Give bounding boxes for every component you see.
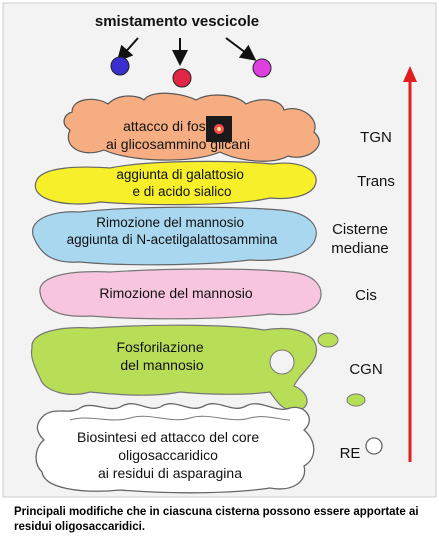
medial-line-2: aggiunta di N-acetilgalattosammina (67, 232, 278, 247)
cisterna-tgn (63, 92, 320, 162)
re-line-1: Biosintesi ed attacco del core (77, 429, 259, 445)
label-medial-1: Cisterne (332, 221, 388, 238)
cgn-vesicle-1 (317, 332, 339, 348)
vesicle-red (172, 68, 192, 88)
cisterna-trans (34, 160, 317, 206)
re-line-3: ai residui di asparagina (98, 465, 242, 481)
figure-caption: Principali modifiche che in ciascuna cis… (14, 506, 419, 533)
cgn-vesicle-2 (346, 393, 366, 407)
vesicle-magenta (252, 58, 272, 78)
re-line-2: oligosaccaridico (118, 447, 218, 463)
vesicle-arrow-right (225, 37, 257, 61)
re-inner-wave (69, 415, 291, 421)
label-cis: Cis (355, 287, 377, 304)
label-cgn: CGN (349, 361, 382, 378)
cisterna-cis-text: Rimozione del mannosio (99, 285, 253, 301)
cisterna-medial (31, 206, 317, 266)
golgi-diagram: smistamento vescicole attacco di fosfato… (2, 2, 437, 498)
cisterna-cis (39, 268, 322, 320)
medial-line-1: Rimozione del mannosio (96, 215, 244, 230)
cisterna-cgn-text: Fosforilazione del mannosio (116, 339, 207, 373)
re-vesicle (365, 437, 383, 455)
golgi-svg: smistamento vescicole attacco di fosfato… (2, 2, 437, 498)
top-label: smistamento vescicole (95, 13, 259, 30)
cisterna-medial-text: Rimozione del mannosio aggiunta di N-ace… (67, 215, 278, 247)
trans-line-1: aggiunta di galattosio (116, 167, 244, 182)
label-medial-2: mediane (331, 240, 389, 257)
cisterna-trans-text: aggiunta di galattosio e di acido sialic… (116, 167, 247, 199)
cgn-line-2: del mannosio (120, 357, 203, 373)
cgn-hole (269, 349, 295, 375)
maturation-arrow-head (403, 66, 417, 82)
label-tgn: TGN (360, 129, 392, 146)
vesicle-arrow-left (116, 37, 139, 62)
label-re: RE (340, 445, 361, 462)
vesicle-blue (110, 56, 130, 76)
label-trans: Trans (357, 173, 395, 190)
cisterna-re-text: Biosintesi ed attacco del core oligosacc… (77, 429, 263, 481)
cgn-line-1: Fosforilazione (116, 339, 203, 355)
vesicles (110, 56, 272, 88)
marker-dot-core (217, 127, 221, 131)
cisterna-re (35, 403, 315, 494)
trans-line-2: e di acido sialico (132, 184, 231, 199)
tgn-line-1: attacco di fosfato (123, 118, 229, 134)
